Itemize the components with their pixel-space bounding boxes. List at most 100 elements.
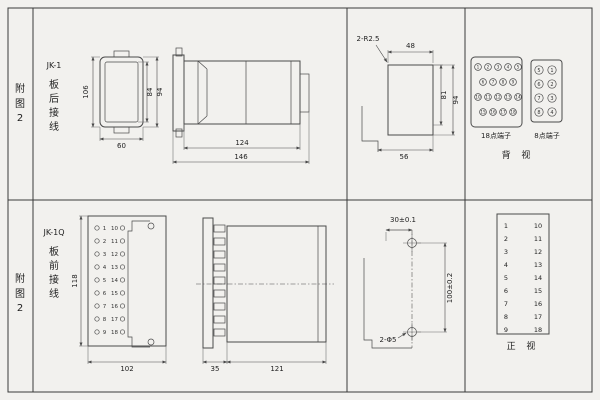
terminal-number: 5 bbox=[103, 278, 107, 284]
terminal-circle bbox=[509, 78, 517, 86]
terminal-number: 12 bbox=[495, 95, 501, 100]
terminal-circle bbox=[494, 93, 502, 101]
terminal-circle bbox=[514, 63, 522, 71]
terminal-circle bbox=[119, 329, 126, 335]
terminal-number: 12 bbox=[111, 252, 118, 258]
terminal-number: 11 bbox=[485, 95, 491, 100]
terminal-circle bbox=[504, 93, 512, 101]
flange-plate bbox=[202, 217, 214, 349]
row1-rear-view: 1 2 3 4 5 6 7 8 9 10 11 12 13 14 15 16 1… bbox=[470, 56, 563, 161]
terminal-circle bbox=[499, 108, 507, 116]
terminal-number: 7 bbox=[492, 80, 495, 85]
wiring-type-char: 线 bbox=[49, 287, 59, 300]
cover-edge bbox=[197, 60, 208, 125]
terminal-circle bbox=[94, 277, 100, 283]
row1-labels: 附 图 2 JK-1 板 后 接 线 bbox=[15, 61, 61, 133]
terminal-number: 17 bbox=[500, 110, 506, 115]
terminal-circle bbox=[119, 225, 126, 231]
socket-outline bbox=[127, 220, 150, 348]
terminal-circle bbox=[119, 290, 126, 296]
terminal-number: 8 bbox=[537, 110, 540, 116]
terminal-number: 12 bbox=[534, 248, 542, 256]
terminal-circle bbox=[94, 264, 100, 270]
terminal-circle bbox=[484, 93, 492, 101]
terminal-number: 5 bbox=[517, 65, 520, 70]
terminal-circle bbox=[119, 238, 126, 244]
terminal-number: 1 bbox=[103, 226, 107, 232]
fig-label-char: 图 bbox=[15, 98, 25, 110]
terminal-circle bbox=[534, 107, 544, 117]
wiring-type-char: 接 bbox=[49, 106, 59, 119]
row1-side-view: 124 146 bbox=[172, 47, 310, 164]
terminal-block-8 bbox=[530, 59, 563, 123]
terminal-screw bbox=[213, 328, 226, 337]
terminal-circle bbox=[94, 290, 100, 296]
mount-hole bbox=[147, 222, 155, 230]
terminal-number: 5 bbox=[537, 68, 540, 74]
terminal-number: 16 bbox=[111, 304, 118, 310]
panel-edge-step bbox=[361, 106, 379, 152]
dim-front-depth: 35 bbox=[211, 365, 220, 373]
case-outline bbox=[99, 56, 144, 128]
terminal-number: 14 bbox=[515, 95, 521, 100]
terminal-number: 10 bbox=[475, 95, 481, 100]
dim-total-depth: 146 bbox=[234, 153, 248, 161]
terminal-circle bbox=[94, 251, 100, 257]
fig-label-char: 附 bbox=[15, 82, 25, 95]
dim-body-depth: 124 bbox=[235, 139, 249, 147]
terminal-screw bbox=[213, 315, 226, 324]
wiring-type-char: 前 bbox=[49, 259, 59, 272]
terminal-number: 2 bbox=[103, 239, 107, 245]
terminal-screw bbox=[213, 250, 226, 259]
terminal-number: 15 bbox=[534, 287, 542, 295]
terminal-number: 8 bbox=[103, 317, 107, 323]
leader-line bbox=[375, 44, 388, 63]
wiring-type-char: 板 bbox=[49, 78, 59, 91]
terminal-circle bbox=[119, 264, 126, 270]
terminal-number: 15 bbox=[480, 110, 486, 115]
radius-note: 2-R2.5 bbox=[357, 35, 380, 43]
terminal-circle bbox=[547, 65, 557, 75]
terminal-number: 10 bbox=[534, 222, 542, 230]
terminal-number: 4 bbox=[550, 110, 553, 116]
terminal-screw bbox=[213, 224, 226, 233]
terminal-screw bbox=[213, 263, 226, 272]
mount-tab bbox=[113, 50, 130, 58]
panel-edge-step bbox=[363, 258, 412, 349]
mount-tab bbox=[113, 126, 130, 134]
case-inner-outline bbox=[104, 61, 139, 123]
wiring-type-char: 板 bbox=[49, 245, 59, 258]
dim-width: 60 bbox=[117, 142, 126, 150]
terminal-number: 7 bbox=[537, 96, 540, 102]
terminal-number: 11 bbox=[534, 235, 542, 243]
row2-mount-view: 30±0.1 100±0.2 2-Φ5 bbox=[363, 216, 454, 349]
dim-height: 106 bbox=[82, 85, 90, 99]
mount-screw bbox=[175, 47, 183, 57]
terminal-number: 9 bbox=[512, 80, 515, 85]
terminal-number: 9 bbox=[103, 330, 107, 336]
terminal-circle bbox=[474, 93, 482, 101]
wiring-type-char: 接 bbox=[49, 273, 59, 286]
terminal-screw bbox=[213, 289, 226, 298]
terminal-screw bbox=[213, 302, 226, 311]
terminal-number: 13 bbox=[505, 95, 511, 100]
model-label: JK-1 bbox=[46, 61, 62, 70]
row1-front-view: 106 84 94 60 bbox=[82, 50, 164, 150]
terminal-circle bbox=[94, 316, 100, 322]
terminal-number: 5 bbox=[504, 274, 508, 282]
terminal-number: 16 bbox=[490, 110, 496, 115]
terminal-circle bbox=[479, 78, 487, 86]
fig-label-char: 2 bbox=[17, 303, 23, 314]
dim-cutout-height: 94 bbox=[452, 95, 460, 104]
terminal-number: 9 bbox=[504, 326, 508, 334]
terminal-number: 4 bbox=[507, 65, 510, 70]
terminal-number: 7 bbox=[504, 300, 508, 308]
dim-cutout-width: 48 bbox=[406, 42, 415, 50]
fig-label-char: 2 bbox=[17, 113, 23, 124]
terminal-number: 13 bbox=[534, 261, 542, 269]
terminal-number: 16 bbox=[534, 300, 542, 308]
row1-cutout-view: 2-R2.5 48 81 94 56 bbox=[357, 35, 460, 161]
terminal-number: 18 bbox=[111, 330, 118, 336]
terminal-number: 3 bbox=[497, 65, 500, 70]
row2-front-table: 1 2 3 4 5 6 7 8 9 10 11 12 13 14 15 16 1… bbox=[496, 213, 550, 352]
